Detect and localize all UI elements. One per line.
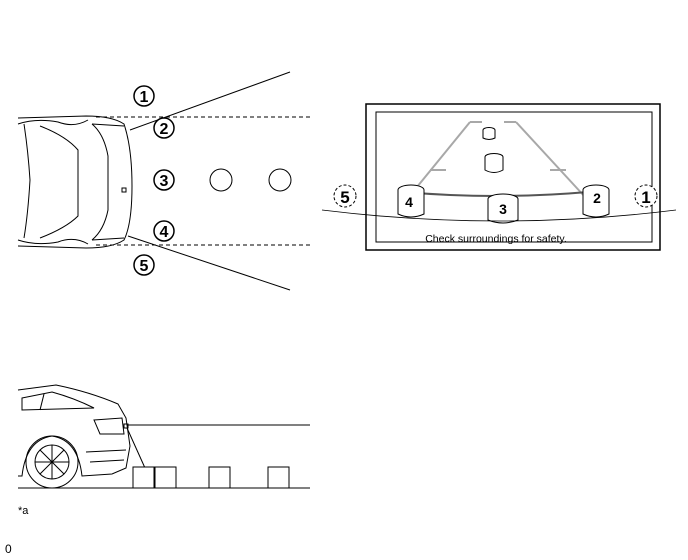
marker-3-ring	[153, 169, 175, 191]
marker-1-ring	[133, 85, 155, 107]
car-tail-light	[93, 417, 125, 435]
car-bumper-line	[85, 449, 127, 463]
marker-5-ring	[133, 254, 155, 276]
car-body-outline	[17, 115, 133, 249]
figure-code: 0	[5, 542, 12, 556]
guide-right	[515, 121, 587, 199]
guide-right-tick	[504, 121, 566, 171]
car-side-window	[21, 391, 95, 411]
screen-marker-1: 1	[641, 188, 650, 207]
side-box-4	[267, 466, 290, 489]
car-trunk-edge	[91, 123, 125, 241]
screen-caption: Check surroundings for safety.	[425, 233, 567, 245]
car-trunk-lid	[91, 123, 109, 241]
screen-sweep-curve	[321, 209, 677, 222]
marker-5-label: 5	[140, 258, 149, 275]
car-rear-window	[23, 123, 31, 239]
marker-1-label: 1	[140, 89, 149, 106]
screen-guide-lines	[407, 121, 587, 199]
marker-2-ring	[153, 117, 175, 139]
screen-marker-1-ring	[634, 184, 658, 208]
screen-marker-4: 4	[405, 194, 413, 210]
footnote-a: *a	[18, 505, 29, 517]
cylinder-near-left-body	[397, 190, 425, 218]
screen-cylinders	[397, 127, 610, 224]
screen-marker-5: 5	[340, 188, 349, 207]
screen-marker-3: 3	[499, 201, 507, 217]
car-side-contour-upper	[17, 119, 89, 126]
cylinder-mid-body	[484, 157, 504, 173]
marker-3-label: 3	[160, 173, 169, 190]
car-roof-line	[39, 125, 79, 239]
cylinder-far-body	[482, 130, 496, 140]
obstacle-circle-2	[268, 168, 292, 192]
fov-upper-line	[129, 71, 291, 131]
guide-left-tick	[430, 121, 482, 171]
camera-field-lines	[96, 71, 310, 291]
vehicle-side-view	[17, 384, 131, 489]
obstacles-top-view	[209, 168, 292, 192]
car-side-contour-lower	[17, 238, 89, 245]
obstacle-circle-1	[209, 168, 233, 192]
car-wheel-spokes	[35, 445, 69, 479]
side-box-3	[208, 466, 231, 489]
side-box-1	[132, 466, 155, 489]
screen-marker-2: 2	[593, 190, 601, 206]
marker-4-label: 4	[160, 224, 169, 241]
screen-inner-frame	[375, 111, 653, 243]
car-side-body	[17, 384, 131, 477]
markers-top-view: 1 2 3 4 5	[133, 85, 175, 276]
marker-2-label: 2	[160, 121, 169, 138]
vehicle-top-view	[17, 115, 133, 249]
side-view-obstacles	[132, 466, 290, 489]
guide-left	[407, 121, 471, 199]
camera-screen: 4 3 2 5 1 Check surroundings for safety.	[321, 103, 677, 251]
side-box-2	[154, 466, 177, 489]
side-camera	[123, 423, 129, 429]
car-side-pillar	[39, 393, 45, 411]
cylinder-near-right-body	[582, 190, 610, 218]
cylinder-near-center-body	[487, 199, 519, 224]
rear-camera	[121, 187, 127, 193]
screen-marker-5-ring	[333, 184, 357, 208]
marker-4-ring	[153, 220, 175, 242]
